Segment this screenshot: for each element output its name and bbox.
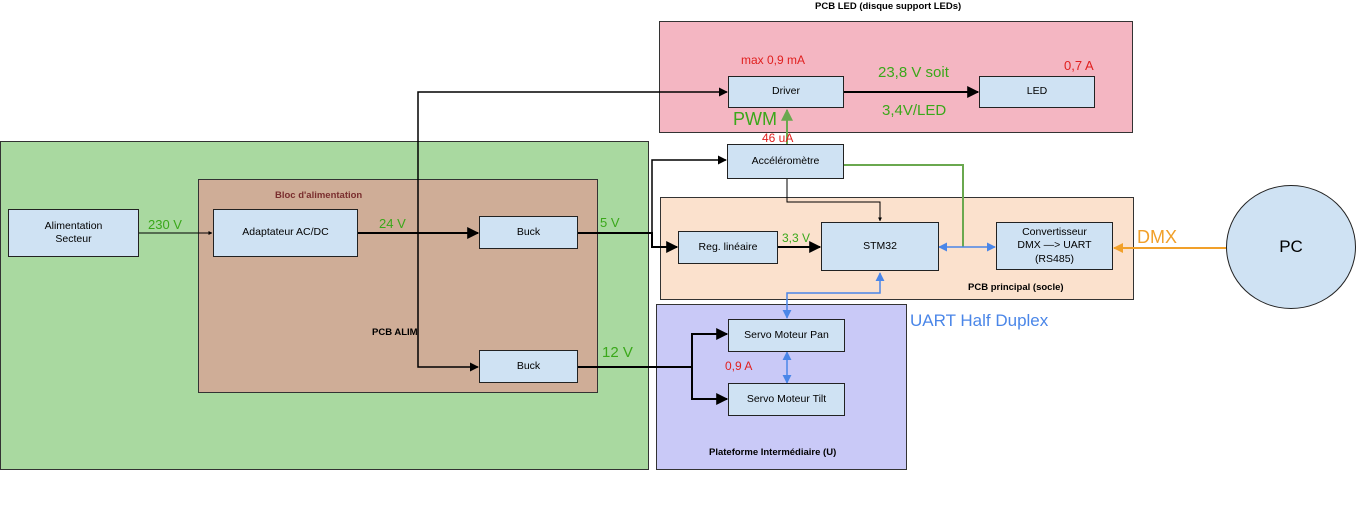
mains-supply-block: Alimentation Secteur xyxy=(8,209,139,257)
label-pwm-current: 46 uA xyxy=(762,131,794,145)
label-3v3: 3,3 V xyxy=(782,231,811,245)
wire-accelerometer-mcu xyxy=(786,179,882,222)
label-uart: UART Half Duplex xyxy=(910,311,1049,330)
buck-12v-block: Buck xyxy=(479,350,578,383)
label-5v: 5 V xyxy=(600,215,620,230)
label-230v: 230 V xyxy=(148,217,182,232)
label-led-current: 0,7 A xyxy=(1064,58,1094,73)
dmx-converter-block: Convertisseur DMX —> UART (RS485) xyxy=(996,222,1113,270)
driver-block: Driver xyxy=(728,76,844,108)
servo-tilt-block: Servo Moteur Tilt xyxy=(728,383,845,416)
label-dmx: DMX xyxy=(1137,227,1177,247)
ac-dc-adapter-block: Adaptateur AC/DC xyxy=(213,209,358,257)
wire-buck5-to-regulator xyxy=(578,232,679,253)
servo-pan-block: Servo Moteur Pan xyxy=(728,319,845,352)
label-driver-current: max 0,9 mA xyxy=(741,53,806,67)
label-pwm: PWM xyxy=(733,109,777,129)
wire-buck12-tilt xyxy=(691,367,729,405)
stm32-block: STM32 xyxy=(821,222,939,271)
pcb-socle-title: PCB principal (socle) xyxy=(968,282,1064,293)
wire-buck12-servos xyxy=(578,328,729,368)
buck-5v-block: Buck xyxy=(479,216,578,249)
label-servo-current: 0,9 A xyxy=(725,359,753,373)
label-24v: 24 V xyxy=(379,216,406,231)
platform-title: Plateforme Intermédiaire (U) xyxy=(709,447,837,458)
supply-block-title: Bloc d'alimentation xyxy=(275,190,363,201)
pc-node: PC xyxy=(1226,185,1356,309)
accelerometer-block: Accéléromètre xyxy=(727,144,844,179)
pcb-led-title: PCB LED (disque support LEDs) xyxy=(815,1,962,12)
wire-5v-to-accelerometer xyxy=(651,155,727,233)
led-block: LED xyxy=(979,76,1095,108)
wire-uart-mcu-servos xyxy=(782,272,885,319)
label-12v: 12 V xyxy=(602,344,633,361)
wire-pwm xyxy=(781,108,964,247)
wire-24v-to-buck12 xyxy=(417,233,479,372)
label-led-voltage-2: 3,4V/LED xyxy=(882,102,947,119)
linear-regulator-block: Reg. linéaire xyxy=(678,231,778,264)
label-led-voltage-1: 23,8 V soit xyxy=(878,64,949,81)
pcb-alim-title: PCB ALIM xyxy=(372,327,418,338)
wire-24v-to-driver xyxy=(417,87,728,233)
